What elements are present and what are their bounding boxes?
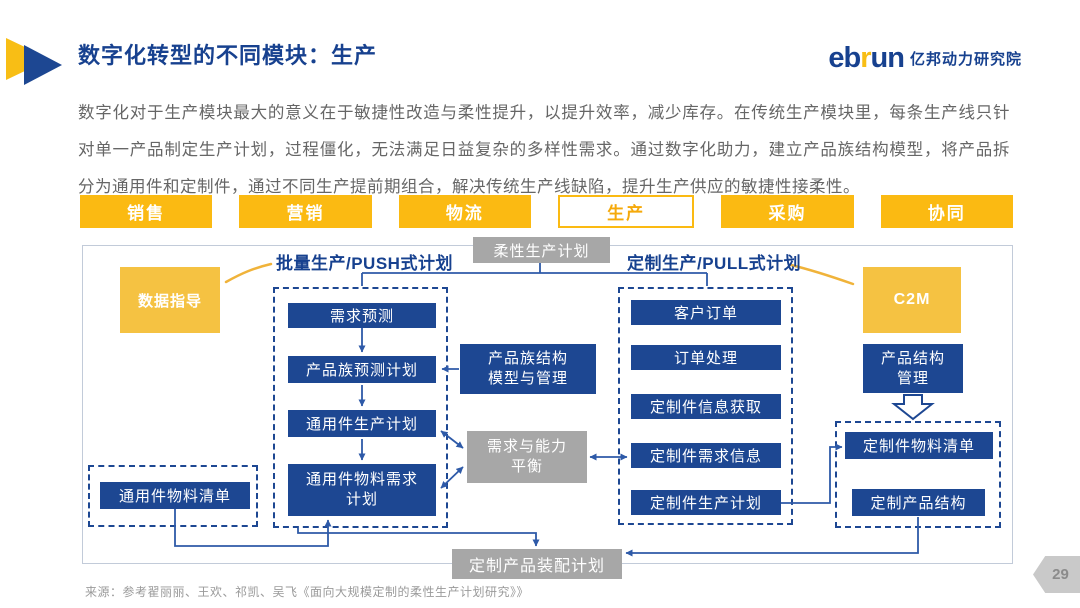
push-chain-container [273,287,448,528]
tab-production[interactable]: 生产 [557,195,695,228]
node-custom-product-structure: 定制产品结构 [852,489,985,516]
tab-marketing[interactable]: 营销 [239,195,372,228]
page-number-badge: 29 [1033,556,1080,593]
node-customer-order: 客户订单 [631,300,781,325]
page-title: 数字化转型的不同模块：生产 [78,43,378,68]
tab-sales[interactable]: 销售 [80,195,213,228]
node-c2m: C2M [863,267,961,333]
node-custom-product-assembly-plan: 定制产品装配计划 [452,549,622,579]
tab-procurement[interactable]: 采购 [721,195,854,228]
module-tabs: 销售 营销 物流 生产 采购 协同 [80,195,1013,228]
node-custom-parts-bom: 定制件物料清单 [845,432,993,459]
node-common-parts-bom: 通用件物料清单 [100,482,250,509]
label-pull-plan: 定制生产/PULL式计划 [627,254,802,273]
node-demand-forecast: 需求预测 [288,303,436,328]
node-custom-parts-info-capture: 定制件信息获取 [631,394,781,419]
tab-collaboration[interactable]: 协同 [880,195,1013,228]
node-common-parts-material-plan: 通用件物料需求 计划 [288,464,436,516]
logo: ebrun 亿邦动力研究院 [828,42,1022,75]
logo-wordmark: ebrun [828,42,905,74]
node-custom-parts-demand-info: 定制件需求信息 [631,443,781,468]
node-demand-capacity-balance: 需求与能力 平衡 [467,431,587,483]
node-product-family-forecast-plan: 产品族预测计划 [288,356,436,383]
intro-paragraph: 数字化对于生产模块最大的意义在于敏捷性改造与柔性提升，以提升效率，减少库存。在传… [78,104,1010,196]
node-custom-parts-production-plan: 定制件生产计划 [631,490,781,515]
node-product-family-model: 产品族结构 模型与管理 [460,344,596,394]
node-product-structure-mgmt: 产品结构 管理 [863,344,963,393]
common-bom-container [88,465,258,527]
label-push-plan: 批量生产/PUSH式计划 [276,254,453,273]
node-flexible-production-plan: 柔性生产计划 [473,237,610,263]
tab-logistics[interactable]: 物流 [398,195,531,228]
logo-cn-name: 亿邦动力研究院 [909,51,1022,68]
title-arrow-blue-icon [24,45,62,85]
source-note: 来源：参考翟丽丽、王欢、祁凯、吴飞《面向大规模定制的柔性生产计划研究》》 [85,585,530,599]
node-data-guidance: 数据指导 [120,267,220,333]
node-order-processing: 订单处理 [631,345,781,370]
node-common-parts-production-plan: 通用件生产计划 [288,410,436,437]
